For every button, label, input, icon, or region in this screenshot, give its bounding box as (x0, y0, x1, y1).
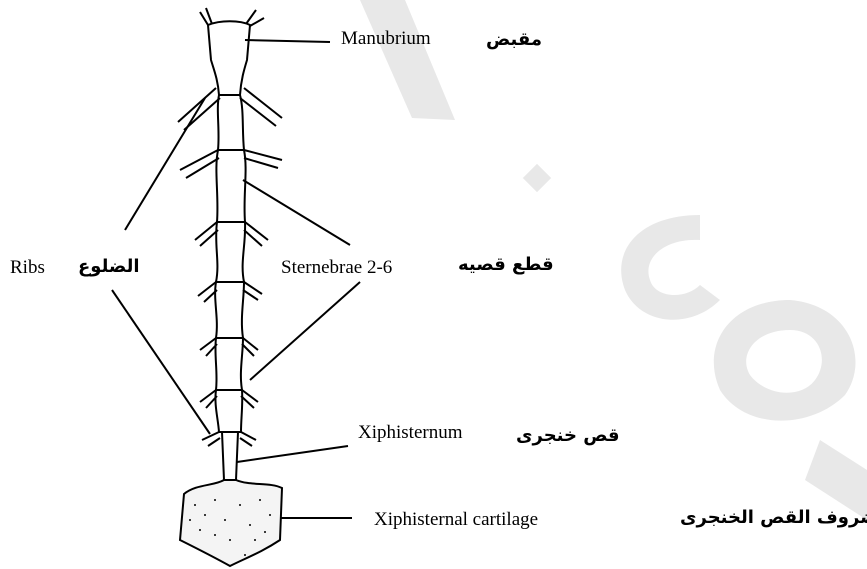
xiphisternum-arabic-label: قص خنجرى (516, 427, 620, 445)
sternebrae-arabic-label: قطع قصيه (458, 256, 554, 274)
ribs-arabic-label: الضلوع (78, 258, 140, 276)
ribs-label: Ribs (10, 258, 45, 277)
sternebrae-label: Sternebrae 2-6 (281, 258, 392, 277)
manubrium-label: Manubrium (341, 29, 431, 48)
xiphisternal-cartilage-label: Xiphisternal cartilage (374, 510, 538, 529)
sternum (180, 8, 282, 566)
manubrium-arabic-label: مقبض (486, 31, 542, 49)
xiphisternal-cartilage-arabic-label: غضروف القص الخنجرى (680, 509, 867, 527)
xiphisternum-label: Xiphisternum (358, 423, 463, 442)
